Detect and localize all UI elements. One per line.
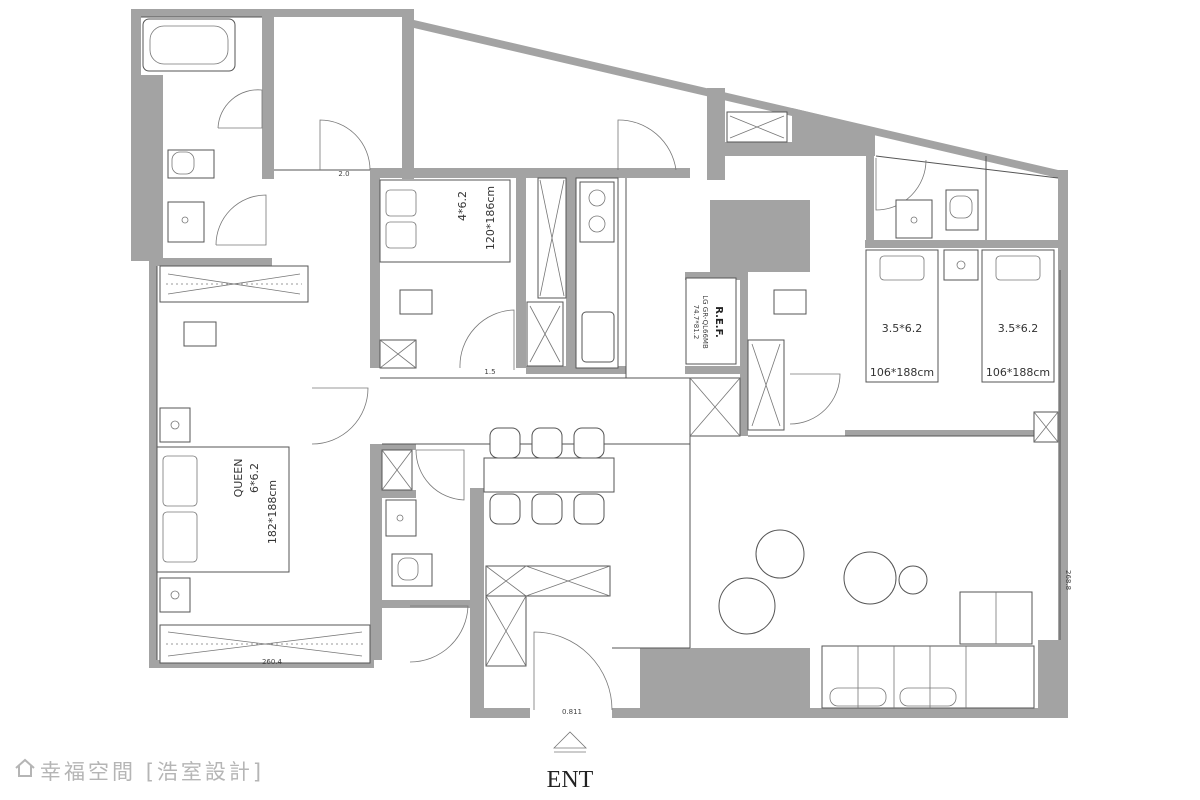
bed-master-size: 6*6.2	[248, 463, 261, 493]
dim-door-b: 1.5	[484, 368, 495, 376]
refrigerator-label: R.E.F.	[713, 306, 724, 337]
living-room	[718, 529, 1035, 709]
watermark-brand: 幸福空間	[40, 760, 136, 784]
bed-master-dims: 182*188cm	[266, 480, 279, 544]
bed-twin-left-size: 3.5*6.2	[882, 322, 923, 335]
dimension-labels: 260.4 0.811 2.0 1.5 268.8	[262, 170, 1072, 716]
refrigerator-size: 74.7*81.2	[692, 305, 700, 340]
bed-master-type: QUEEN	[232, 459, 245, 498]
bed-guest-dims: 120*186cm	[484, 186, 497, 250]
bed-twin-right-dims: 106*188cm	[986, 366, 1050, 379]
watermark: 幸福空間 [浩室設計]	[40, 756, 264, 786]
entrance-label: ENT	[547, 767, 594, 793]
bathrooms	[142, 18, 979, 587]
walls	[131, 9, 1068, 718]
dim-entry-door: 0.811	[562, 708, 582, 716]
bed-twin-right	[981, 249, 1055, 383]
bed-twin-right-size: 3.5*6.2	[998, 322, 1039, 335]
bed-twin-left-dims: 106*188cm	[870, 366, 934, 379]
dim-wardrobe-master: 260.4	[262, 658, 283, 666]
dim-living-wall: 268.8	[1064, 570, 1072, 590]
dim-door-a: 2.0	[338, 170, 349, 178]
nightstands	[159, 249, 979, 613]
bed-twin-left	[865, 249, 939, 383]
beds: 4*6.2 120*186cm QUEEN 6*6.2 182*188cm 3.…	[156, 179, 1055, 573]
bed-master	[156, 446, 290, 573]
entrance: ENT	[547, 731, 594, 793]
chairs	[183, 289, 807, 525]
bed-guest-size: 4*6.2	[456, 191, 469, 221]
wardrobes	[159, 111, 788, 664]
storage	[485, 565, 611, 667]
house-logo-icon	[15, 758, 35, 777]
kitchen: R.E.F. LG GR-QL66MB 74.7*81.2	[379, 177, 1059, 491]
watermark-designer: [浩室設計]	[145, 760, 265, 784]
doors	[215, 89, 927, 711]
entrance-arrow-icon	[553, 731, 587, 749]
refrigerator-model: LG GR-QL66MB	[701, 295, 709, 349]
